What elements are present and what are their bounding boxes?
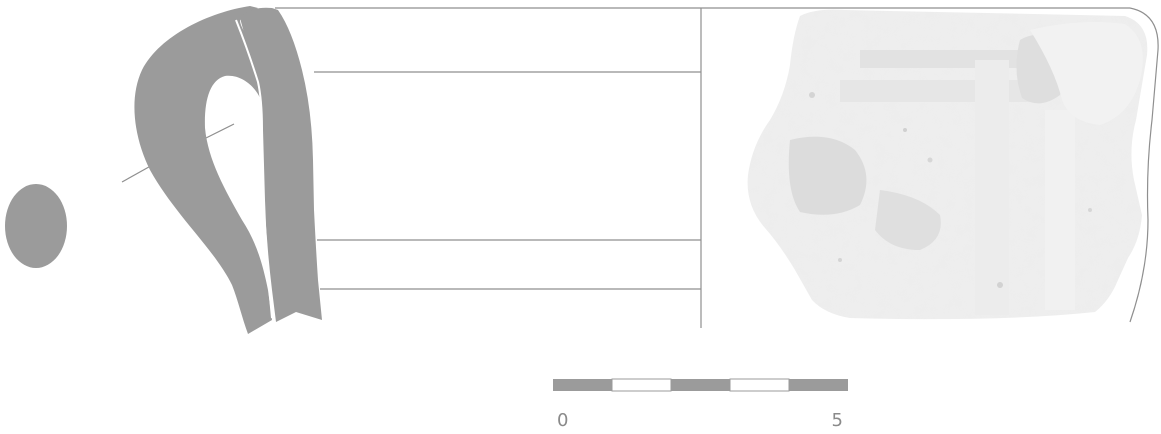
handle-wall-junction bbox=[235, 19, 273, 319]
scale-segment-1 bbox=[553, 379, 612, 391]
scale-segment-4 bbox=[729, 378, 790, 392]
fragment-photo bbox=[747, 9, 1148, 320]
scale-segment-2 bbox=[611, 378, 672, 392]
scale-bar: 0 5 bbox=[553, 378, 848, 431]
section-line-inner bbox=[205, 123, 235, 139]
scale-label-start: 0 bbox=[557, 410, 568, 431]
handle-profile bbox=[134, 6, 272, 334]
scale-label-end: 5 bbox=[832, 410, 843, 431]
vessel-wall-section bbox=[240, 7, 322, 322]
vessel-right-outline bbox=[1129, 7, 1159, 323]
scale-segment-5 bbox=[789, 379, 848, 391]
handle-cross-section bbox=[5, 184, 67, 268]
scale-segment-3 bbox=[671, 379, 730, 391]
